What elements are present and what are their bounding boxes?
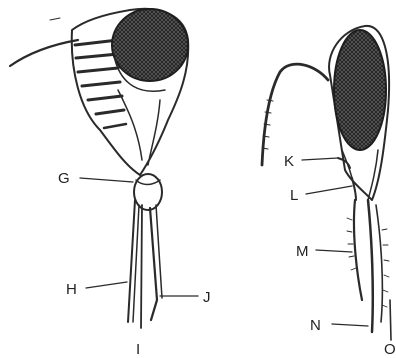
label-m: M	[296, 243, 309, 260]
left-compound-eye	[112, 9, 188, 81]
label-o: O	[384, 341, 396, 358]
right-antenna	[262, 64, 328, 165]
left-stylet-j	[150, 208, 157, 320]
label-g: G	[58, 170, 70, 187]
right-compound-eye	[334, 30, 386, 150]
label-j: J	[203, 289, 211, 306]
left-labrum	[134, 174, 162, 210]
left-head-figure	[10, 9, 188, 328]
left-stylet-i	[141, 205, 142, 328]
label-k: K	[284, 153, 294, 170]
label-h: H	[66, 281, 77, 298]
right-labium-m	[354, 200, 362, 300]
right-stylet-o	[390, 300, 391, 340]
right-proboscis-n	[368, 200, 373, 332]
right-head-figure	[262, 26, 391, 340]
label-n: N	[310, 317, 321, 334]
left-antenna	[10, 40, 78, 66]
right-leader-lines	[302, 158, 368, 326]
label-i: I	[136, 341, 140, 358]
label-l: L	[290, 187, 298, 204]
